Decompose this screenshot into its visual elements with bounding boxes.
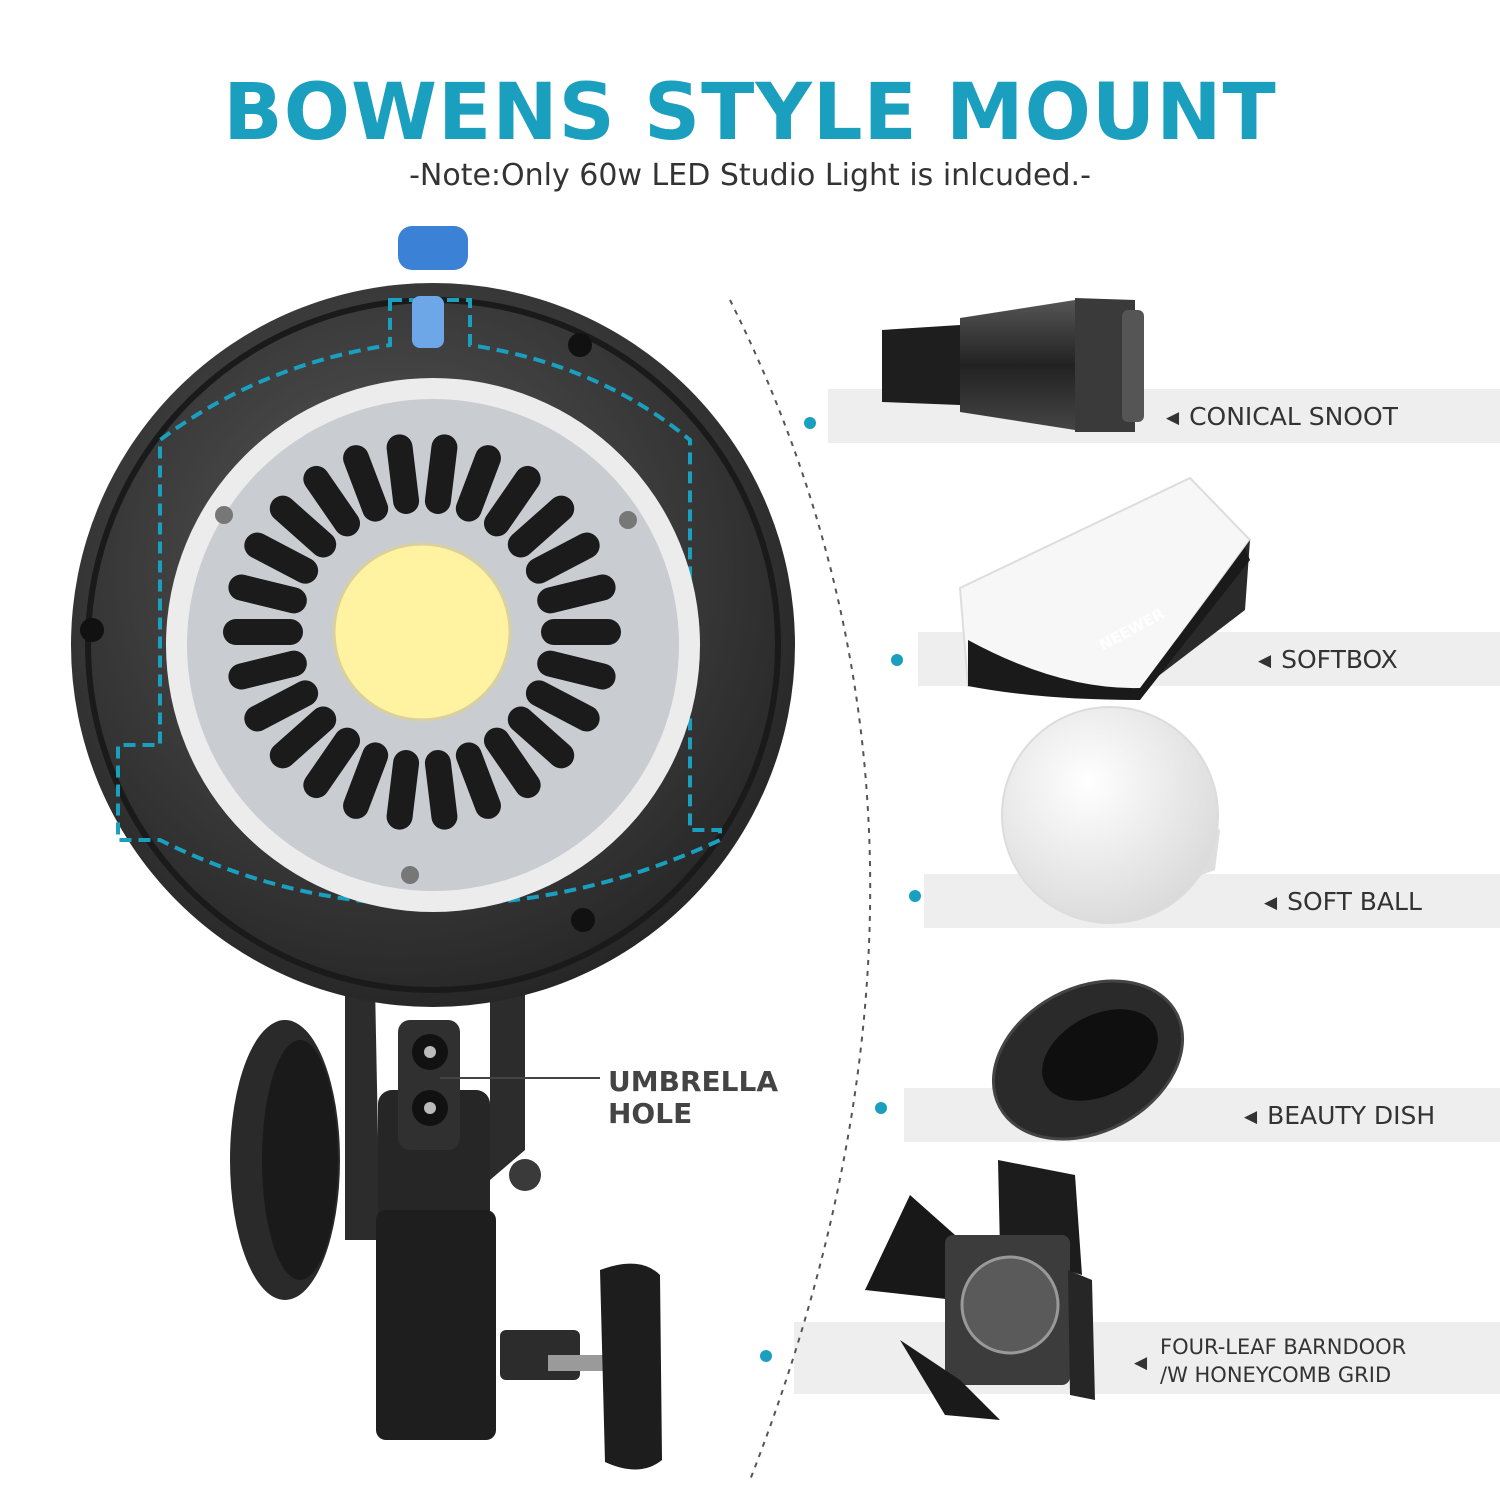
cooling-fin [483, 727, 541, 799]
label-beauty-dish: ◀BEAUTY DISH [1244, 1101, 1436, 1130]
label-band-soft-ball [924, 874, 1500, 928]
connector-dot-beauty-dish [875, 1102, 887, 1114]
cooling-fin [269, 495, 337, 558]
beauty-dish-icon [991, 979, 1185, 1141]
cooling-fin [507, 495, 575, 558]
cooling-fin [343, 445, 389, 522]
cooling-fin [223, 619, 303, 645]
cooling-fin [483, 465, 541, 537]
cooling-fin [303, 465, 361, 537]
cooling-fin [303, 727, 361, 799]
studio-light-icon [71, 226, 795, 1470]
cooling-fin [537, 650, 616, 690]
connector-dot-softbox [891, 654, 903, 666]
page-subtitle-note: -Note:Only 60w LED Studio Light is inlcu… [409, 158, 1091, 193]
cooling-fin [455, 742, 501, 819]
cooling-fin [424, 434, 458, 514]
cooling-fin [386, 434, 420, 514]
label-barndoor: ◀ FOUR-LEAF BARNDOOR /W HONEYCOMB GRID [1134, 1335, 1407, 1387]
connector-arc [729, 299, 872, 1481]
conical-snoot-icon [882, 298, 1144, 432]
cooling-fin [424, 750, 458, 830]
honeycomb-grid-icon [960, 1255, 1060, 1355]
cooling-fin [386, 750, 420, 830]
cooling-fin [228, 650, 307, 690]
umbrella-hole-callout: UMBRELLA HOLE [608, 1065, 778, 1130]
led-chip-icon [334, 544, 510, 720]
cooling-fin [343, 742, 389, 819]
lock-handle-icon [600, 1263, 662, 1470]
label-softbox: ◀SOFTBOX [1258, 645, 1398, 674]
page-title: BOWENS STYLE MOUNT [223, 68, 1277, 158]
cooling-fin [507, 706, 575, 769]
label-conical-snoot: ◀CONICAL SNOOT [1166, 402, 1398, 431]
release-button-icon [398, 226, 468, 270]
label-soft-ball: ◀SOFT BALL [1264, 887, 1422, 916]
connector-dot-soft-ball [909, 890, 921, 902]
cooling-fin [244, 532, 319, 584]
cooling-fin [525, 532, 600, 584]
cooling-fin [537, 574, 616, 614]
cooling-fin [525, 680, 600, 732]
cooling-fin [541, 619, 621, 645]
soft-ball-icon [1001, 706, 1220, 924]
cooling-fin [228, 574, 307, 614]
connector-dot-snoot [804, 417, 816, 429]
cooling-fins [223, 434, 621, 830]
cooling-fin [455, 445, 501, 522]
cooling-fin [244, 680, 319, 732]
connector-dot-barndoor [760, 1350, 772, 1362]
softbox-icon: NEEWER [958, 476, 1252, 700]
cooling-fin [269, 706, 337, 769]
barndoor-icon [865, 1160, 1095, 1420]
